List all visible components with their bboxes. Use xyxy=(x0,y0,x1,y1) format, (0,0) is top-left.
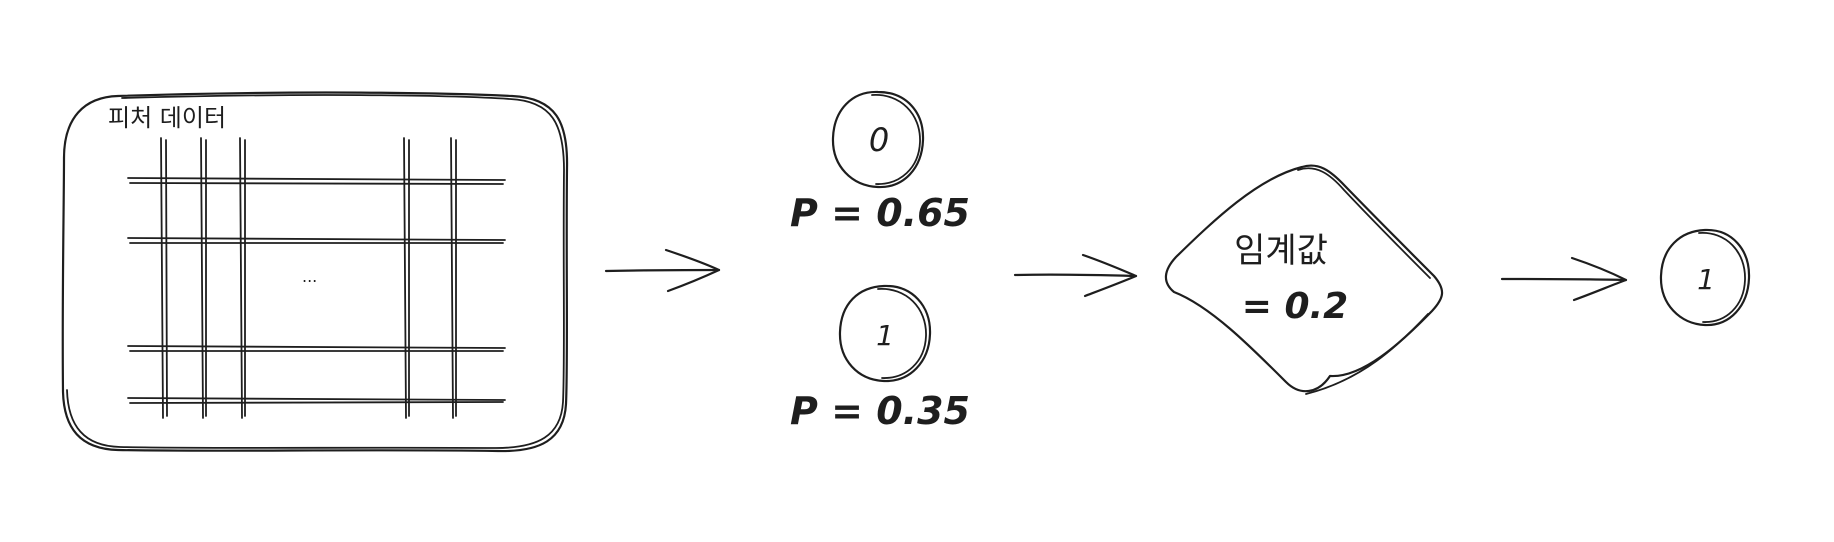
threshold-title: 임계값 xyxy=(1234,231,1328,271)
class-0-probability: P = 0.65 xyxy=(790,191,970,235)
class-1-node: 1 P = 0.35 xyxy=(790,284,970,433)
result-label: 1 xyxy=(1697,263,1715,296)
class-1-probability: P = 0.35 xyxy=(790,389,970,433)
class-1-label: 1 xyxy=(876,319,894,352)
grid-vertical-lines xyxy=(160,137,457,419)
grid-ellipsis: ... xyxy=(302,267,317,286)
class-0-node: 0 P = 0.65 xyxy=(790,90,970,235)
feature-data-box: 피처 데이터 ... xyxy=(61,91,569,453)
grid-horizontal-lines xyxy=(127,177,506,404)
threshold-value: = 0.2 xyxy=(1242,286,1348,327)
threshold-decision: 임계값 = 0.2 xyxy=(1164,164,1444,395)
arrow-feature-to-probs xyxy=(604,248,721,293)
class-0-label: 0 xyxy=(869,121,889,159)
arrow-threshold-to-result xyxy=(1500,256,1628,302)
result-node: 1 xyxy=(1659,228,1751,327)
arrow-probs-to-threshold xyxy=(1013,253,1138,298)
feature-data-label: 피처 데이터 xyxy=(108,104,226,132)
